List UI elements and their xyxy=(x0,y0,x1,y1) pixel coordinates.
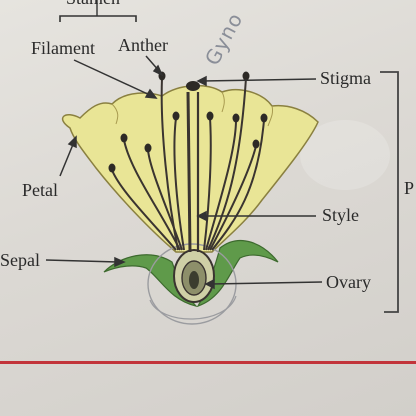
label-ovary: Ovary xyxy=(326,272,371,292)
stamens xyxy=(111,77,265,251)
label-sepal: Sepal xyxy=(0,250,40,270)
label-stigma: Stigma xyxy=(320,68,372,88)
stamen-bracket xyxy=(59,15,137,22)
pistil-bracket xyxy=(380,71,399,313)
label-stamen: Stamen xyxy=(66,0,120,9)
sepal-right xyxy=(196,239,279,308)
stigma-shape xyxy=(186,81,200,91)
label-filament: Filament xyxy=(31,38,95,58)
page-smudge xyxy=(300,120,390,190)
label-bracket-letter: P xyxy=(404,178,415,198)
leader-lines xyxy=(45,55,323,290)
anthers xyxy=(108,71,268,173)
label-style: Style xyxy=(322,205,360,225)
label-petal: Petal xyxy=(22,180,58,200)
red-rule-line xyxy=(0,361,416,364)
label-anther: Anther xyxy=(118,35,168,55)
style-line xyxy=(186,91,192,253)
sepal-left xyxy=(103,254,198,308)
